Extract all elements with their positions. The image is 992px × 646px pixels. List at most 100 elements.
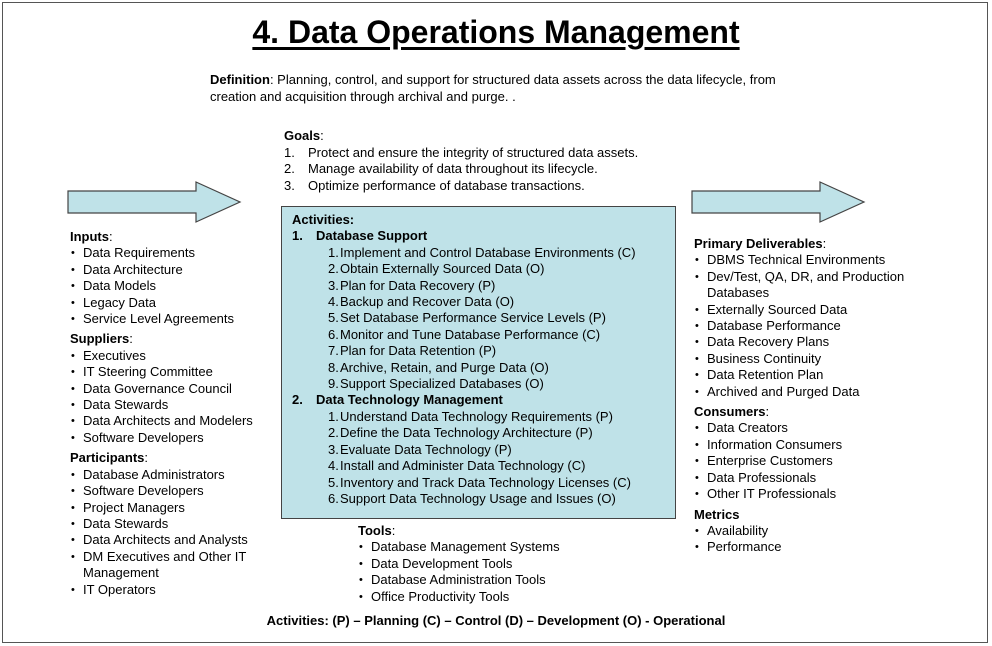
activity-item: 9.Support Specialized Databases (O) — [292, 376, 675, 392]
list-item: Database Administrators — [70, 467, 275, 484]
list-item: IT Operators — [70, 582, 275, 599]
activity-text: Set Database Performance Service Levels … — [340, 310, 606, 326]
activities-box: Activities: 1.Database Support 1.Impleme… — [281, 206, 676, 519]
definition: Definition: Planning, control, and suppo… — [210, 71, 810, 105]
list-item: Dev/Test, QA, DR, and Production Databas… — [694, 269, 934, 302]
list-item: Service Level Agreements — [70, 311, 275, 328]
right-column: Primary Deliverables: DBMS Technical Env… — [694, 236, 934, 560]
list-item: Data Recovery Plans — [694, 334, 934, 351]
list-item: Data Stewards — [70, 516, 275, 533]
list-item: Performance — [694, 539, 934, 556]
activity-item: 5.Set Database Performance Service Level… — [292, 310, 675, 326]
activity-number: 9. — [328, 376, 339, 392]
deliverables-label: Primary Deliverables — [694, 236, 823, 251]
inputs-label: Inputs — [70, 229, 109, 244]
activity-item: 5.Inventory and Track Data Technology Li… — [292, 475, 675, 491]
activity-text: Inventory and Track Data Technology Lice… — [340, 474, 631, 490]
list-item: Availability — [694, 523, 934, 540]
goals-section: Goals: 1.Protect and ensure the integrit… — [284, 128, 639, 195]
activity-item: 4.Backup and Recover Data (O) — [292, 294, 675, 310]
list-item: Enterprise Customers — [694, 453, 934, 470]
activity-text: Archive, Retain, and Purge Data (O) — [340, 359, 549, 375]
goal-item: 3. Optimize performance of database trans… — [284, 178, 638, 195]
participants-section: Participants: Database Administrators So… — [70, 450, 275, 598]
goals-label: Goals — [284, 128, 321, 143]
goal-number: 2. — [284, 161, 295, 176]
list-item: Legacy Data — [70, 295, 275, 312]
activity-item: 4.Install and Administer Data Technology… — [292, 458, 675, 474]
list-item: Business Continuity — [694, 351, 934, 368]
activity-text: Evaluate Data Technology (P) — [340, 441, 512, 457]
activity-item: 3.Evaluate Data Technology (P) — [292, 442, 675, 458]
activity-number: 6. — [328, 326, 339, 342]
list-item: DM Executives and Other IT Management — [70, 549, 275, 582]
activities-legend: Activities: (P) – Planning (C) – Control… — [266, 613, 726, 628]
list-item: Project Managers — [70, 500, 275, 517]
tools-section: Tools: Database Management Systems Data … — [358, 523, 560, 605]
activity-number: 2. — [328, 261, 339, 277]
activity-text: Obtain Externally Sourced Data (O) — [340, 261, 545, 277]
definition-text: : Planning, control, and support for str… — [210, 72, 776, 104]
goal-text: Optimize performance of database transac… — [308, 177, 585, 193]
deliverables-section: Primary Deliverables: DBMS Technical Env… — [694, 236, 934, 400]
list-item: Data Architects and Modelers — [70, 413, 275, 430]
list-item: Data Architecture — [70, 262, 275, 279]
activity-text: Implement and Control Database Environme… — [340, 244, 636, 260]
group-title-text: Database Support — [316, 228, 428, 244]
activity-item: 1.Implement and Control Database Environ… — [292, 245, 675, 261]
group-number: 2. — [292, 392, 303, 408]
metrics-label: Metrics — [694, 506, 740, 522]
activity-text: Plan for Data Recovery (P) — [340, 277, 496, 293]
activity-item: 7.Plan for Data Retention (P) — [292, 343, 675, 359]
consumers-label: Consumers — [694, 404, 766, 420]
activity-number: 2. — [328, 425, 339, 441]
page-title: 4. Data Operations Management — [252, 14, 740, 50]
goal-number: 1. — [284, 144, 295, 160]
list-item: Software Developers — [70, 430, 275, 447]
activity-text: Define the Data Technology Architecture … — [340, 425, 593, 441]
list-item: Data Retention Plan — [694, 367, 934, 384]
group-title-text: Data Technology Management — [316, 392, 503, 408]
activity-number: 4. — [328, 294, 339, 310]
consumers-section: Consumers: Data Creators Information Con… — [694, 404, 934, 503]
activity-group-title: 2. Data Technology Management — [292, 392, 675, 408]
list-item: Data Stewards — [70, 397, 275, 414]
goal-text: Manage availability of data throughout i… — [308, 161, 598, 176]
list-item: Software Developers — [70, 483, 275, 500]
participants-label: Participants — [70, 450, 145, 466]
list-item: Data Architects and Analysts — [70, 532, 275, 549]
activity-text: Support Data Technology Usage and Issues… — [340, 490, 616, 506]
goal-number: 3. — [284, 177, 295, 193]
activity-text: Backup and Recover Data (O) — [340, 294, 515, 310]
activity-item: 1.Understand Data Technology Requirement… — [292, 409, 675, 425]
group-number: 1. — [292, 228, 303, 244]
activity-text: Plan for Data Retention (P) — [340, 343, 497, 359]
deliverables-arrow-icon — [691, 181, 866, 223]
tools-label: Tools — [358, 523, 392, 538]
activity-number: 1. — [328, 244, 339, 260]
activity-number: 8. — [328, 359, 339, 375]
metrics-section: Metrics Availability Performance — [694, 506, 934, 557]
activity-number: 6. — [328, 490, 339, 506]
list-item: Data Models — [70, 278, 275, 295]
activity-number: 7. — [328, 343, 339, 359]
activity-item: 2.Obtain Externally Sourced Data (O) — [292, 261, 675, 277]
activity-number: 4. — [328, 458, 339, 474]
activity-number: 3. — [328, 441, 339, 457]
list-item: Data Governance Council — [70, 381, 275, 398]
activity-item: 8.Archive, Retain, and Purge Data (O) — [292, 360, 675, 376]
activity-text: Support Specialized Databases (O) — [340, 376, 544, 392]
list-item: Other IT Professionals — [694, 486, 934, 503]
activity-item: 3.Plan for Data Recovery (P) — [292, 278, 675, 294]
activity-item: 2.Define the Data Technology Architectur… — [292, 425, 675, 441]
activity-number: 1. — [328, 408, 339, 424]
list-item: DBMS Technical Environments — [694, 252, 934, 269]
list-item: Office Productivity Tools — [358, 589, 560, 606]
goal-item: 2. Manage availability of data throughout… — [284, 161, 638, 178]
list-item: Archived and Purged Data — [694, 384, 934, 401]
list-item: Executives — [70, 348, 275, 365]
activity-number: 5. — [328, 474, 339, 490]
definition-label: Definition — [210, 72, 270, 87]
activities-label: Activities: — [292, 212, 355, 227]
